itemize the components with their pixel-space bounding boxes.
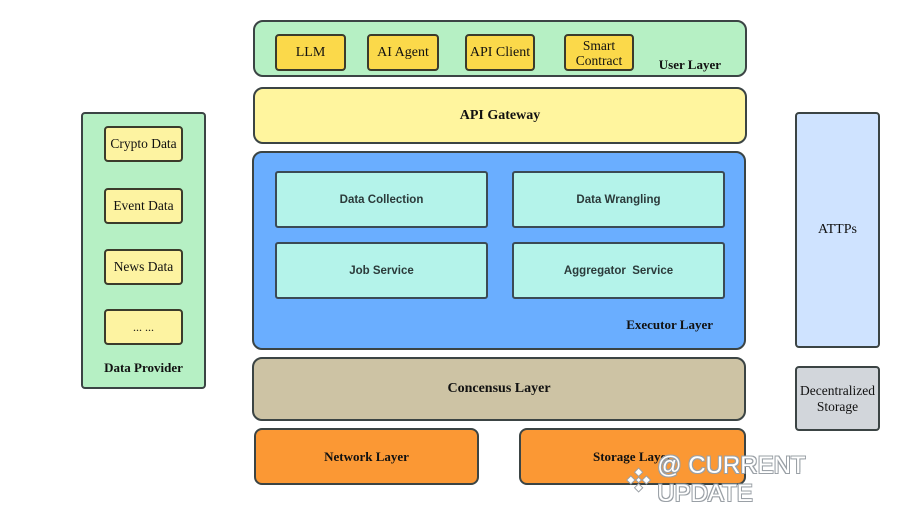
executor-item-data-wrangling: Data Wrangling (512, 171, 725, 228)
data-item-more: ... ... (104, 309, 183, 345)
user-item-ai-agent: AI Agent (367, 34, 439, 71)
user-item-llm: LLM (275, 34, 346, 71)
data-provider-title: Data Provider (104, 360, 183, 375)
watermark-text: @ CURRENT UPDATE (657, 452, 806, 507)
executor-layer-title: Executor Layer (626, 317, 713, 332)
data-provider: Crypto Data Event Data News Data ... ...… (81, 112, 206, 389)
user-item-smart-contract: Smart Contract (564, 34, 634, 71)
executor-layer: Data Collection Data Wrangling Job Servi… (252, 151, 746, 350)
data-item-event: Event Data (104, 188, 183, 224)
network-layer: Network Layer (254, 428, 479, 485)
user-layer: LLM AI Agent API Client Smart Contract U… (253, 20, 747, 77)
data-item-crypto: Crypto Data (104, 126, 183, 162)
decentralized-storage: Decentralized Storage (795, 366, 880, 431)
binance-diamond-icon (626, 467, 652, 493)
consensus-layer: Concensus Layer (252, 357, 746, 421)
attps: ATTPs (795, 112, 880, 348)
executor-item-aggregator-service: Aggregator Service (512, 242, 725, 299)
user-layer-title: User Layer (658, 57, 721, 72)
watermark: @ CURRENT UPDATE (626, 452, 900, 507)
executor-item-data-collection: Data Collection (275, 171, 488, 228)
user-item-api-client: API Client (465, 34, 535, 71)
executor-item-job-service: Job Service (275, 242, 488, 299)
storage-layer: Storage Layer (519, 428, 746, 485)
data-item-news: News Data (104, 249, 183, 285)
api-gateway: API Gateway (253, 87, 747, 144)
